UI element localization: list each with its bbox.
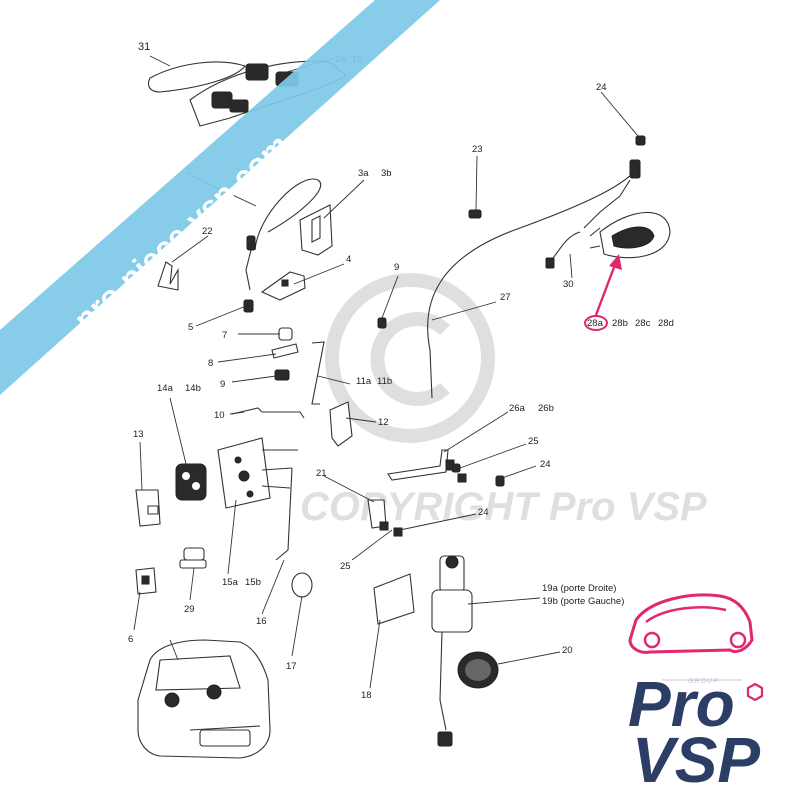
part-27-cable	[427, 169, 637, 351]
part-27-cable-end	[429, 349, 433, 399]
label-30: 30	[563, 279, 574, 290]
part-5-nut	[243, 299, 254, 313]
part-24-clip-top	[635, 135, 646, 146]
label-9: 9	[220, 379, 225, 390]
part-14-bumper	[175, 463, 207, 501]
label-31: 31	[138, 41, 150, 53]
part-29-screw	[179, 547, 207, 569]
label-24-mid: 24	[540, 459, 551, 470]
website-banner: pro-piece-vsp.com	[0, 0, 440, 395]
part-24-clip-mid	[495, 475, 505, 487]
label-29: 29	[184, 604, 195, 615]
label-13: 13	[133, 429, 144, 440]
label-28c: 28c	[635, 318, 651, 329]
logo-vsp-text: VSP	[632, 724, 760, 796]
label-3b: 3b	[381, 168, 392, 179]
label-17: 17	[286, 661, 297, 672]
label-21: 21	[316, 468, 327, 479]
copyright-watermark: COPYRIGHT Pro VSP	[300, 273, 707, 529]
label-25-low: 25	[340, 561, 351, 572]
part-18-plate	[373, 573, 415, 625]
banner-text: pro-piece-vsp.com	[67, 127, 296, 337]
label-3a: 3a	[358, 168, 369, 179]
provsp-logo: GROUP Pro VSP	[628, 593, 764, 796]
highlight-28a	[584, 254, 622, 331]
part-9-clip-top	[377, 317, 387, 329]
label-14b: 14b	[185, 383, 201, 394]
label-26b: 26b	[538, 403, 554, 414]
part-10-rod	[231, 407, 305, 419]
part-11-rod	[311, 341, 325, 405]
part-28-interior-handle	[589, 211, 671, 259]
label-27: 27	[500, 292, 511, 303]
part-22-clip	[157, 261, 179, 291]
label-20: 20	[562, 645, 573, 656]
part-15-lock	[217, 437, 298, 509]
label-19b: 19b (porte Gauche)	[542, 596, 624, 607]
part-7-bushing	[278, 327, 293, 341]
label-11a: 11a	[356, 376, 372, 387]
label-22: 22	[202, 226, 213, 237]
label-5: 5	[188, 322, 193, 333]
label-28b: 28b	[612, 318, 628, 329]
part-17-cap	[291, 572, 313, 598]
label-12: 12	[378, 417, 389, 428]
part-12-bracket	[329, 401, 353, 447]
label-26a: 26a	[509, 403, 526, 414]
label-18: 18	[361, 690, 372, 701]
label-9-top: 9	[394, 262, 399, 273]
part-8-bracket	[271, 343, 299, 359]
label-25-right: 25	[528, 436, 539, 447]
label-24-top: 24	[596, 82, 607, 93]
part-16-rod	[275, 467, 293, 561]
label-23: 23	[472, 144, 483, 155]
label-4: 4	[346, 254, 351, 265]
label-6: 6	[128, 634, 133, 645]
copyright-text: COPYRIGHT Pro VSP	[300, 485, 707, 529]
label-15b: 15b	[245, 577, 261, 588]
label-15a: 15a	[222, 577, 239, 588]
part-23-clip	[468, 209, 482, 219]
label-10: 10	[214, 410, 225, 421]
part-13-plate	[135, 489, 161, 527]
part-26-bracket	[387, 449, 449, 481]
vehicle-silhouette	[137, 639, 271, 759]
label-24-low: 24	[478, 507, 489, 518]
label-7: 7	[222, 330, 227, 341]
label-28d: 28d	[658, 318, 674, 329]
label-8: 8	[208, 358, 213, 369]
label-28a: 28a	[587, 318, 604, 329]
label-14a: 14a	[157, 383, 174, 394]
logo-group-text: GROUP	[688, 678, 719, 685]
part-9-clip	[274, 369, 290, 381]
label-19a: 19a (porte Droite)	[542, 583, 616, 594]
label-11b: 11b	[377, 376, 392, 387]
part-25-clip	[451, 463, 461, 473]
part-3-bracket	[299, 204, 333, 256]
part-2-cable	[245, 178, 322, 291]
part-19-actuator	[431, 555, 473, 747]
label-16: 16	[256, 616, 267, 627]
logo-pro-text: Pro	[628, 668, 735, 740]
